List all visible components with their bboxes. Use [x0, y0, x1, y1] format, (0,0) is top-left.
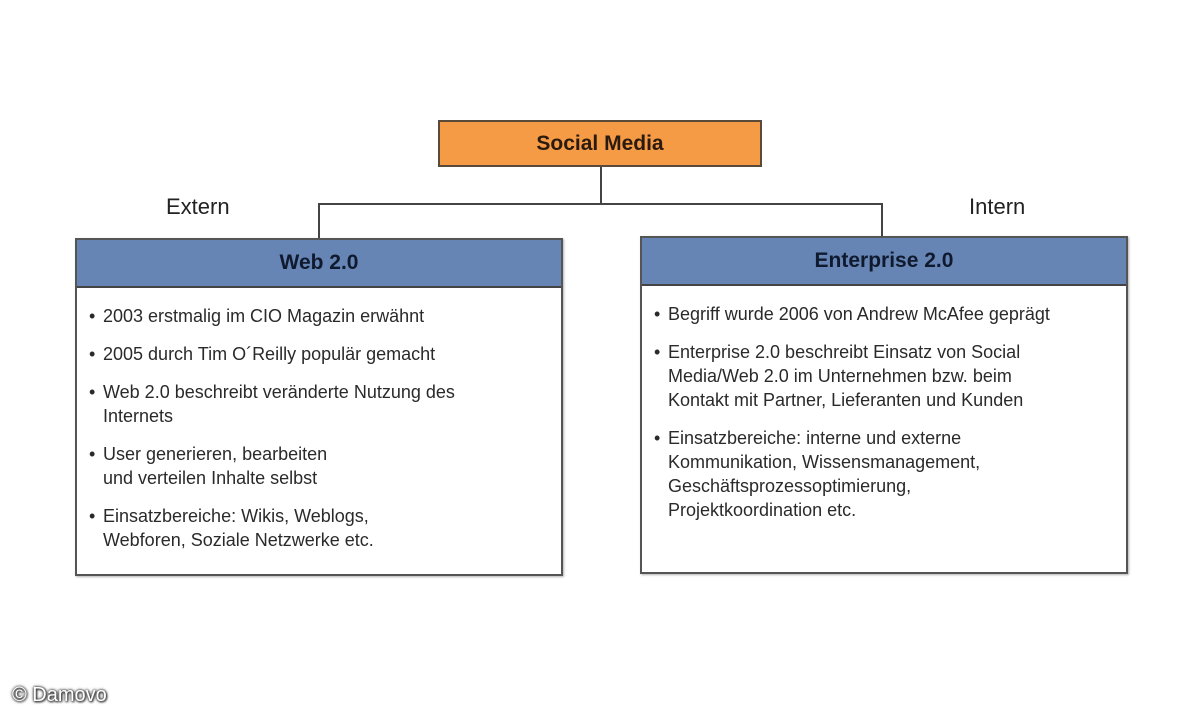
connector-left-down — [318, 203, 320, 239]
bullet-icon: • — [654, 304, 661, 324]
list-item: •2003 erstmalig im CIO Magazin erwähnt — [89, 306, 425, 326]
connector-root-down — [600, 167, 602, 204]
enterprise20-box: Enterprise 2.0 •Begriff wurde 2006 von A… — [640, 236, 1128, 574]
root-node-social-media: Social Media — [438, 120, 762, 167]
bullet-icon: • — [89, 506, 96, 526]
connector-horizontal — [318, 203, 883, 205]
web20-box: Web 2.0 •2003 erstmalig im CIO Magazin e… — [75, 238, 563, 576]
enterprise20-header: Enterprise 2.0 — [642, 238, 1126, 286]
label-extern: Extern — [166, 194, 230, 219]
bullet-icon: • — [654, 428, 661, 448]
bullet-icon: • — [654, 342, 661, 362]
bullet-icon: • — [89, 306, 96, 326]
copyright-watermark: © Damovo — [12, 684, 107, 706]
bullet-icon: • — [89, 444, 96, 464]
web20-header: Web 2.0 — [77, 240, 561, 288]
list-item: •Einsatzbereiche: Wikis, Weblogs, Webfor… — [89, 506, 374, 550]
list-item: •User generieren, bearbeiten und verteil… — [89, 444, 328, 488]
list-item: •Web 2.0 beschreibt veränderte Nutzung d… — [89, 382, 455, 426]
list-item: •Einsatzbereiche: interne und externe Ko… — [654, 428, 981, 520]
list-item: •Begriff wurde 2006 von Andrew McAfee ge… — [654, 304, 1050, 324]
connector-right-down — [881, 203, 883, 237]
bullet-icon: • — [89, 382, 96, 402]
bullet-icon: • — [89, 344, 96, 364]
list-item: •2005 durch Tim O´Reilly populär gemacht — [89, 344, 436, 364]
list-item: •Enterprise 2.0 beschreibt Einsatz von S… — [654, 342, 1024, 410]
label-intern: Intern — [969, 194, 1026, 219]
